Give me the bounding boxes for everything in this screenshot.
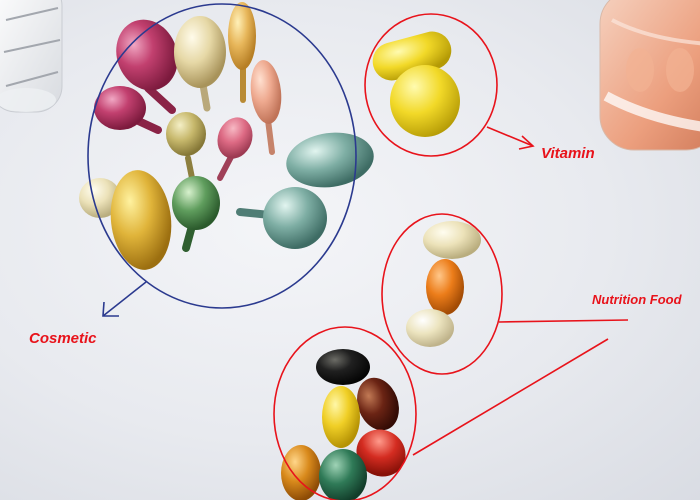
capsule-olive	[166, 112, 206, 181]
capsule-orange	[426, 259, 464, 315]
cosmetic-label: Cosmetic	[29, 330, 97, 347]
capsule-cream-pale	[423, 221, 481, 259]
capsule-vitamin-2	[390, 65, 460, 137]
capsule-teal-round	[236, 187, 327, 249]
nutrition-food-label: Nutrition Food	[592, 292, 682, 307]
capsule-green	[172, 176, 220, 252]
capsule-clear	[406, 309, 454, 347]
jar-top-right	[599, 0, 700, 151]
capsule-amber	[281, 445, 321, 500]
capsule-teal-oval	[286, 132, 374, 188]
capsule-cream	[79, 178, 121, 218]
nutrition-capsules-upper	[406, 221, 481, 347]
capsule-red	[356, 429, 406, 477]
annotation-nutrition	[273, 213, 629, 500]
capsule-magenta-2	[94, 86, 162, 134]
annotation-cosmetic	[87, 3, 357, 317]
capsule-black	[316, 349, 370, 385]
capsule-pink	[217, 117, 253, 181]
jar-top-left	[0, 0, 63, 113]
vitamin-capsules	[372, 31, 460, 137]
capsule-brown	[357, 377, 399, 431]
capsule-dark-green	[319, 449, 367, 500]
annotation-vitamin	[364, 13, 535, 157]
capsule-yellow	[322, 386, 360, 448]
cosmetic-capsules	[79, 2, 374, 270]
nutrition-capsules-lower	[281, 349, 406, 500]
capsule-peach	[250, 60, 282, 155]
capsule-gold-large	[110, 170, 172, 270]
capsule-gold-pale	[228, 2, 256, 103]
capsule-magenta-1	[116, 19, 178, 114]
capsule-pearl	[174, 16, 226, 112]
vitamin-label: Vitamin	[541, 145, 595, 162]
